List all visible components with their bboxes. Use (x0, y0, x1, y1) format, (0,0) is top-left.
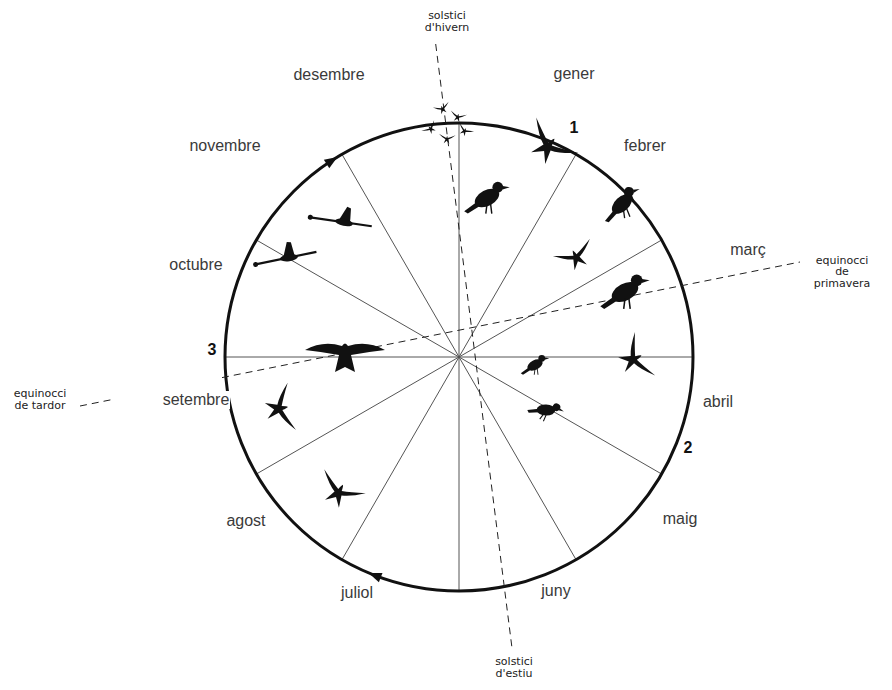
circle-arrowhead (324, 153, 340, 168)
bird-silhouette (455, 123, 474, 139)
bird-silhouette (517, 117, 579, 175)
bird-silhouette (262, 383, 296, 435)
month-label: abril (702, 393, 734, 411)
bird-silhouette (421, 120, 440, 138)
month-label: gener (553, 65, 596, 83)
month-label: maig (662, 510, 699, 528)
bird-silhouette (611, 332, 655, 386)
month-label: desembre (292, 66, 365, 84)
callout-number: 2 (684, 439, 693, 457)
callout-number: 1 (570, 119, 579, 137)
bird-silhouette (438, 134, 456, 145)
month-spokes (225, 123, 693, 591)
equinox-line (80, 262, 800, 406)
bird-silhouette (464, 182, 510, 214)
bird-silhouette (448, 110, 467, 123)
solstice-line (436, 44, 512, 648)
bird-silhouette (521, 355, 550, 375)
bird-silhouette (598, 184, 646, 223)
month-label: agost (225, 512, 266, 530)
season-label: solstici d'estiu (483, 656, 545, 679)
season-label: solstici d'hivern (416, 10, 478, 33)
month-label: setembre (162, 391, 231, 409)
bird-silhouette (307, 199, 374, 232)
year-circle (225, 123, 693, 591)
bird-silhouette (526, 392, 565, 428)
bird-silhouette (305, 344, 385, 373)
month-label: novembre (188, 137, 261, 155)
month-label: març (729, 241, 767, 259)
season-label: equinocci de tardor (9, 388, 71, 411)
bird-silhouette (600, 274, 649, 308)
bird-silhouette (251, 238, 318, 267)
season-label: equinocci de primavera (811, 255, 873, 290)
bird-silhouette (433, 102, 452, 116)
month-label: juny (540, 582, 571, 600)
month-label: juliol (340, 584, 374, 602)
callout-number: 3 (208, 341, 217, 359)
bird-silhouette (553, 239, 599, 276)
month-label: octubre (168, 256, 223, 274)
month-label: febrer (623, 137, 667, 155)
bird-silhouette (311, 469, 366, 516)
circle-arrowhead (367, 568, 383, 582)
